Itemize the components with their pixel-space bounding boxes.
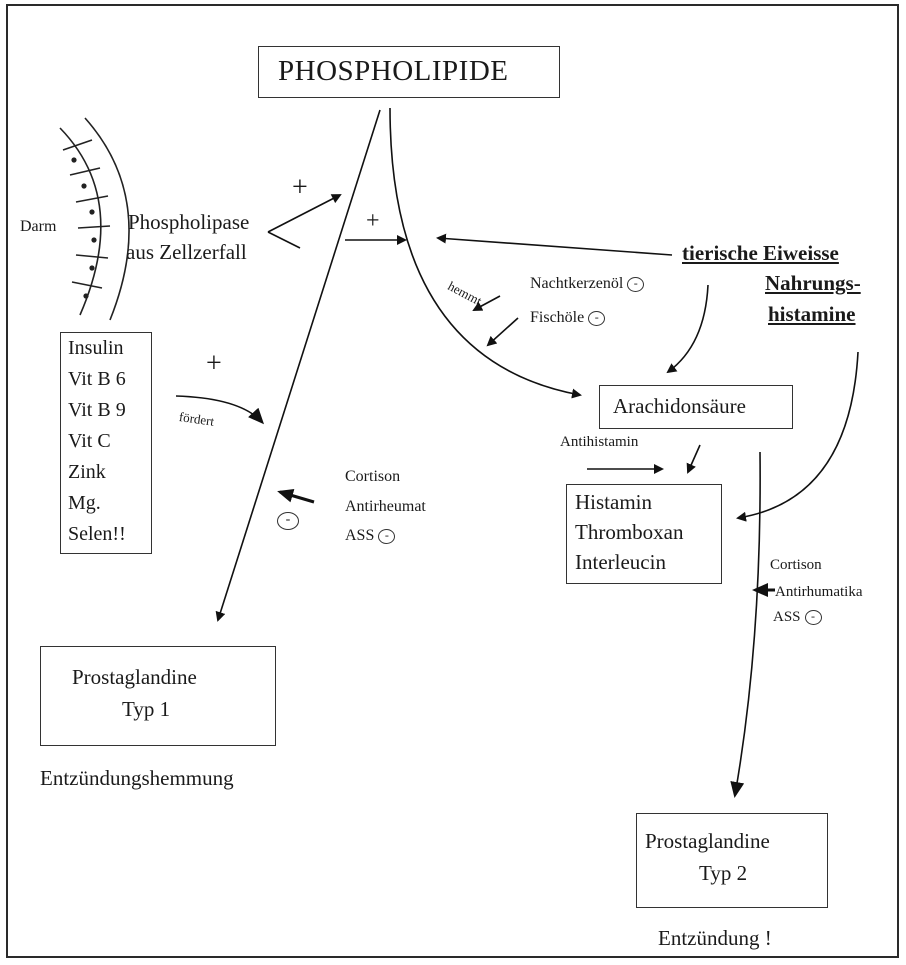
- arrow-to-pg2: [730, 451, 761, 798]
- cofactor-vit-c: Vit C: [68, 430, 111, 452]
- darm-label: Darm: [20, 218, 57, 235]
- diagram-frame: [6, 4, 899, 958]
- cofactor-insulin: Insulin: [68, 337, 124, 359]
- ass-text: ASS: [773, 609, 801, 625]
- arachidonsaeure-label: Arachidonsäure: [613, 394, 746, 418]
- tierische-eiweisse-label: tierische Eiweisse: [682, 241, 839, 265]
- mediator-thromboxan: Thromboxan: [575, 520, 684, 544]
- plus-sign-1: +: [292, 172, 308, 203]
- mediator-interleucin: Interleucin: [575, 550, 666, 574]
- arachidonsaeure-box: [599, 385, 793, 429]
- phospholipase-label: Phospholipase: [128, 210, 250, 234]
- pg1-caption: Entzündungshemmung: [40, 766, 234, 790]
- histamine-label: histamine: [768, 302, 856, 326]
- cofactor-vit-b9: Vit B 9: [68, 399, 126, 421]
- mediator-histamin: Histamin: [575, 490, 652, 514]
- pg1-box: [40, 646, 276, 746]
- cofactor-box: [60, 332, 152, 554]
- cofactor-selen: Selen!!: [68, 523, 126, 545]
- phospholipide-label: PHOSPHOLIPIDE: [278, 55, 509, 87]
- cofactor-mg: Mg.: [68, 492, 101, 514]
- cortison-left-3: ASS-: [345, 527, 396, 545]
- pg2-caption: Entzündung !: [658, 926, 772, 950]
- minus-badge: -: [588, 310, 606, 326]
- pg2-label-1: Prostaglandine: [645, 829, 770, 853]
- ass-text: ASS: [345, 527, 375, 544]
- minus-badge-large: -: [277, 512, 299, 530]
- fischoele-text: Fischöle: [530, 309, 585, 326]
- cortison-left-2: Antirheumat: [345, 498, 426, 515]
- antihistamin-label: Antihistamin: [560, 434, 639, 450]
- cortison-right-1: Cortison: [770, 557, 822, 573]
- gut-wall: [59, 117, 130, 321]
- cortison-right-2: Antirhumatika: [775, 584, 863, 600]
- arrow-to-pg1: [215, 109, 381, 622]
- cofactor-vit-b6: Vit B 6: [68, 368, 126, 390]
- nachtkerzenoel-label: Nachtkerzenöl-: [530, 275, 645, 293]
- pg2-label-2: Typ 2: [699, 861, 748, 885]
- cortison-right-3: ASS-: [773, 609, 822, 626]
- fischoele-label: Fischöle-: [530, 309, 606, 327]
- cofactor-zink: Zink: [68, 461, 106, 483]
- phospholipase-source-label: aus Zellzerfall: [126, 240, 247, 264]
- mediators-box: [566, 484, 722, 584]
- pg2-box: [636, 813, 828, 908]
- pg1-label-2: Typ 1: [122, 697, 171, 721]
- minus-badge: -: [627, 276, 645, 292]
- plus-sign-2: +: [366, 208, 380, 234]
- pg1-label-1: Prostaglandine: [72, 665, 197, 689]
- arrow-to-arachidonsaeure: [389, 107, 582, 399]
- phospholipide-box: [258, 46, 560, 98]
- nachtkerzenoel-text: Nachtkerzenöl: [530, 275, 624, 292]
- minus-badge: -: [378, 528, 396, 544]
- cortison-left-1: Cortison: [345, 468, 401, 485]
- minus-badge: -: [804, 610, 822, 626]
- nahrungs-label: Nahrungs-: [765, 271, 861, 295]
- plus-sign-3: +: [206, 348, 222, 379]
